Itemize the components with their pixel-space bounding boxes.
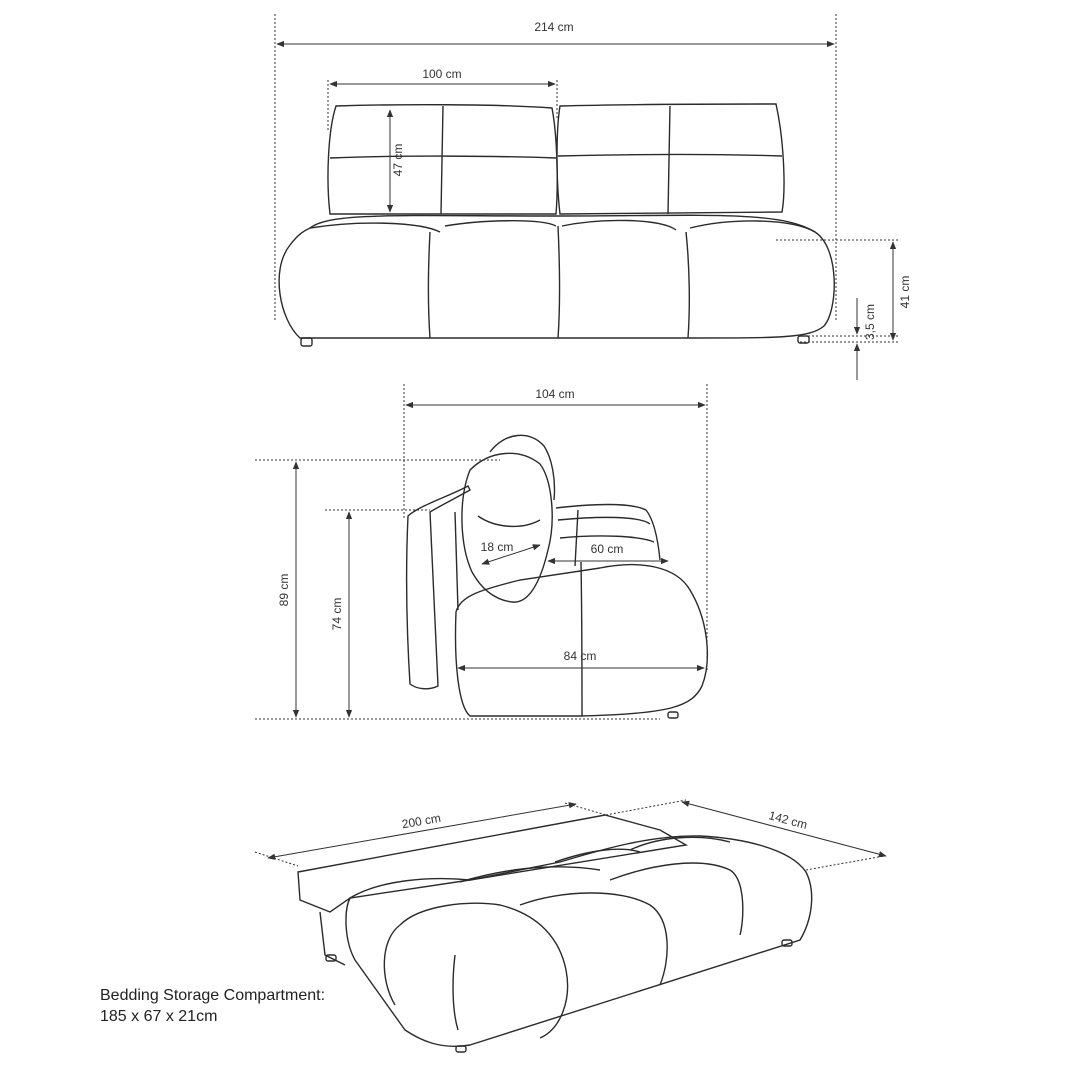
dim-line-18 — [481, 544, 541, 565]
front-leg-height-label: 3,5 cm — [863, 304, 877, 340]
bed-base-box — [319, 911, 346, 966]
bed-view — [297, 814, 813, 1053]
bed-width-label: 142 cm — [767, 808, 809, 832]
side-depth-label: 104 cm — [535, 387, 574, 401]
side-dimensions — [255, 384, 708, 720]
side-seat-depth-inner-label: 60 cm — [591, 542, 624, 556]
front-dimensions — [274, 14, 900, 380]
storage-note: Bedding Storage Compartment: 185 x 67 x … — [100, 985, 325, 1027]
side-back-frame — [405, 485, 471, 690]
storage-note-title: Bedding Storage Compartment: — [100, 987, 326, 1004]
side-headrest-cushion — [461, 452, 553, 603]
front-backrest-width-label: 100 cm — [422, 67, 461, 81]
dim-line-142 — [681, 800, 887, 858]
front-backrest-right — [556, 103, 785, 215]
side-cushion-thickness-label: 18 cm — [481, 540, 514, 554]
side-seat-depth-label: 84 cm — [564, 649, 597, 663]
front-backrest-height-label: 47 cm — [391, 144, 405, 177]
bed-back-panel — [297, 814, 689, 913]
side-total-height-label: 89 cm — [277, 574, 291, 607]
front-seat — [278, 214, 835, 339]
bed-length-label: 200 cm — [401, 811, 442, 832]
front-seat-height-label: 41 cm — [898, 276, 912, 309]
front-width-total-label: 214 cm — [534, 20, 573, 34]
side-reclined-height-label: 74 cm — [330, 598, 344, 631]
storage-note-size: 185 x 67 x 21cm — [100, 1008, 218, 1025]
bed-dimensions — [254, 799, 887, 871]
side-view — [405, 434, 709, 719]
front-view — [278, 103, 835, 347]
dim-line-200 — [267, 802, 577, 860]
